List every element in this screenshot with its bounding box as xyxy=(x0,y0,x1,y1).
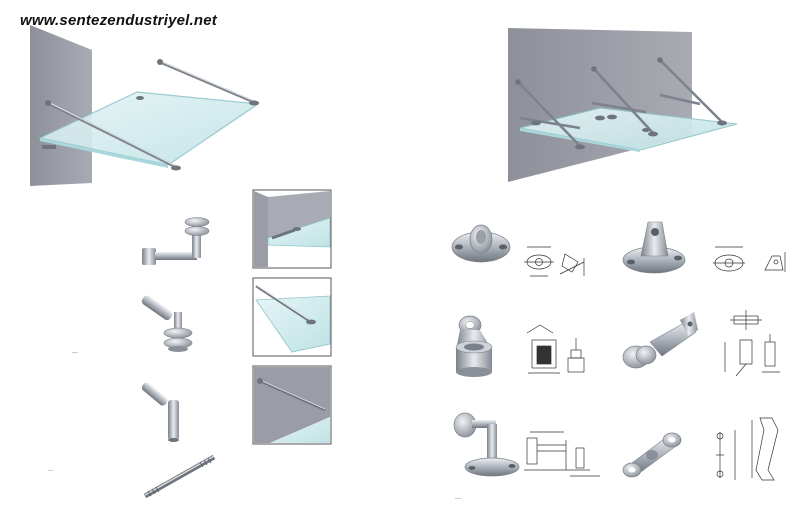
wall-arm-glass-clamp xyxy=(142,217,210,265)
two-arm-spider-fitting xyxy=(622,432,682,478)
thumbnail-angled-wall xyxy=(252,365,332,445)
left-canopy-scene xyxy=(30,25,260,186)
round-swivel-plate-drawing xyxy=(524,246,585,277)
fork-base-plate-drawing xyxy=(713,246,786,272)
threaded-tension-rod xyxy=(143,454,216,499)
tension-rod xyxy=(159,60,255,104)
page-specks xyxy=(48,352,461,499)
angled-wall-fitting xyxy=(141,382,179,442)
two-arm-spider-fitting-drawing xyxy=(716,417,779,481)
wall-standoff-with-glass-disc-drawing xyxy=(524,431,600,477)
tension-rod xyxy=(47,101,177,169)
thumbnail-wall-arm xyxy=(252,189,332,269)
fork-base-plate xyxy=(622,221,686,274)
glass-canopy-edge xyxy=(40,138,168,168)
thumbnail-pivot-rod xyxy=(252,277,332,357)
tension-rods xyxy=(517,59,723,147)
wall-standoff-with-glass-disc xyxy=(453,412,520,477)
eye-sleeve-connector-drawing xyxy=(526,324,585,374)
angled-pivot-glass-clamp xyxy=(141,295,193,352)
website-url: www.sentezendustriyel.net xyxy=(20,12,217,29)
round-swivel-plate xyxy=(451,224,511,263)
wall-panel xyxy=(30,25,92,186)
angled-bracket-glass-clamp-drawing xyxy=(724,310,780,377)
right-canopy-scene xyxy=(508,28,738,182)
eye-sleeve-connector xyxy=(455,315,493,377)
angled-bracket-glass-clamp xyxy=(622,312,698,369)
